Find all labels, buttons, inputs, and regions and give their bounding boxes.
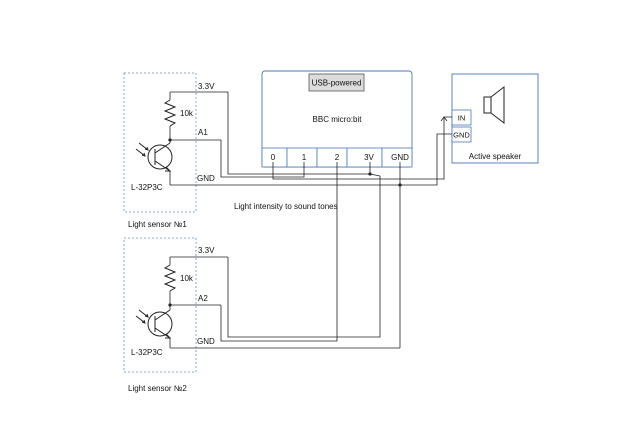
sensor1-transistor-label: L-32P3C — [131, 183, 163, 192]
diagram-title: Light intensity to sound tones — [234, 202, 338, 211]
light-sensor-1: 3.3V 10k A1 L-32P3C GND — [123, 72, 380, 213]
pin-0-label: 0 — [271, 153, 276, 162]
pin-2-label: 2 — [335, 153, 340, 162]
microbit-name: BBC micro:bit — [313, 115, 363, 124]
microbit-board: USB-powered BBC micro:bit 0 1 2 3V GND — [261, 70, 413, 168]
sensor2-resistor-label: 10k — [180, 274, 194, 283]
pin-3v-label: 3V — [364, 153, 374, 162]
sensor2-vcc-label: 3.3V — [198, 246, 215, 255]
speaker-gnd-label: GND — [453, 131, 470, 140]
sensor2-gnd-label: GND — [197, 337, 215, 346]
speaker-icon — [483, 85, 505, 125]
phototransistor-2-icon — [135, 309, 173, 339]
sensor1-vcc-label: 3.3V — [198, 82, 215, 91]
connection-wires — [220, 92, 452, 348]
phototransistor-1-icon — [135, 142, 173, 172]
usb-label-box — [308, 73, 365, 92]
usb-label: USB-powered — [312, 79, 362, 88]
resistor-2-icon — [163, 264, 177, 292]
sensor1-signal-label: A1 — [198, 128, 208, 137]
sensor2-name: Light sensor №2 — [128, 384, 187, 393]
pin-gnd-label: GND — [391, 153, 409, 162]
active-speaker: IN GND Active speaker — [451, 73, 539, 164]
resistor-1-icon — [163, 99, 177, 127]
pin-1-label: 1 — [302, 153, 307, 162]
speaker-in-label: IN — [458, 114, 466, 123]
sensor1-gnd-label: GND — [197, 174, 215, 183]
speaker-name: Active speaker — [469, 152, 522, 161]
sensor1-name: Light sensor №1 — [128, 220, 187, 229]
sensor2-signal-label: A2 — [198, 294, 208, 303]
light-sensor-2: 3.3V 10k A2 L-32P3C GND — [123, 237, 400, 373]
sensor2-transistor-label: L-32P3C — [131, 348, 163, 357]
sensor1-resistor-label: 10k — [180, 109, 194, 118]
